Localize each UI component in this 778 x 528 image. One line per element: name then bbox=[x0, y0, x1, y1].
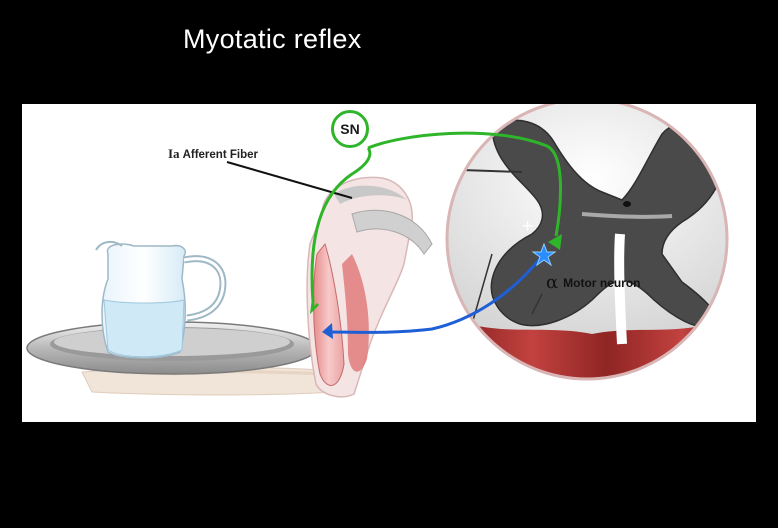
spinal-cord-section bbox=[445, 104, 729, 381]
reflex-illustration bbox=[26, 104, 729, 398]
upper-arm bbox=[306, 176, 433, 398]
motor-neuron-text: Motor neuron bbox=[563, 276, 641, 290]
alpha-symbol: α bbox=[546, 272, 559, 293]
excitatory-sign: + bbox=[522, 216, 534, 237]
afferent-fiber-type: Ia bbox=[168, 146, 180, 161]
water-pitcher bbox=[95, 240, 227, 359]
afferent-fiber-text: Afferent Fiber bbox=[182, 149, 258, 161]
motor-neuron-label: α Motor neuron bbox=[546, 272, 640, 293]
motor-neuron-star bbox=[531, 242, 557, 267]
motor-pathway bbox=[322, 255, 544, 339]
afferent-pointer-line bbox=[226, 161, 353, 199]
sensory-neuron-label: SN bbox=[331, 110, 369, 148]
sensory-pathway bbox=[309, 131, 562, 315]
slide-title: Myotatic reflex bbox=[183, 24, 362, 54]
